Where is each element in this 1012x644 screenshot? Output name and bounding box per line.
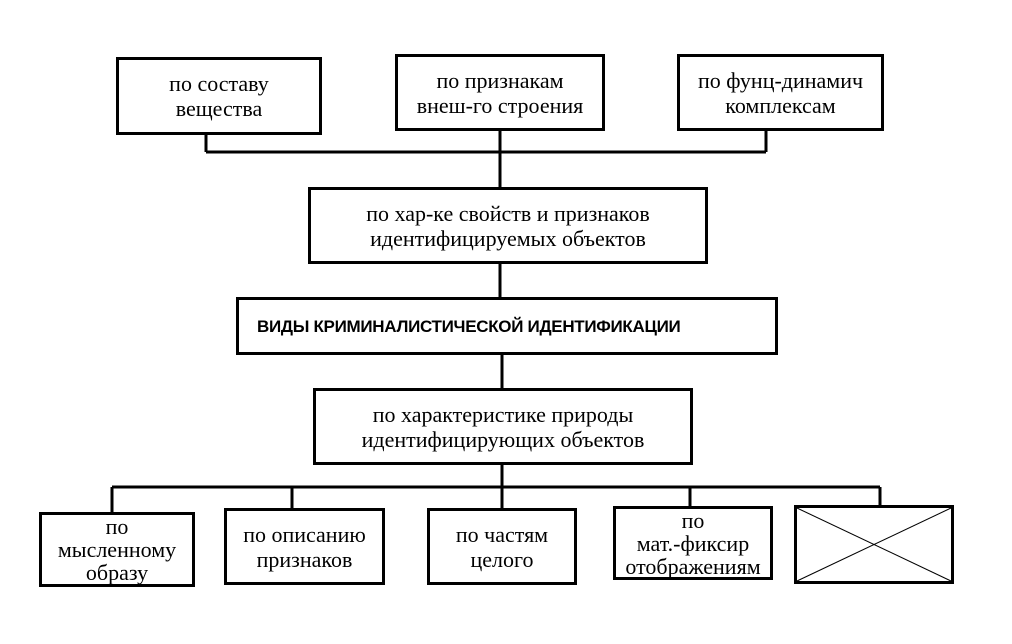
box-mental-image: по мысленному образу	[39, 512, 195, 587]
box-feature-description: по описанию признаков	[224, 508, 385, 585]
box-external-structure: по признакам внеш-го строения	[395, 54, 605, 131]
box-nature-characteristics: по характеристике природы идентифицирующ…	[313, 388, 693, 465]
box-composition: по составу вещества	[116, 57, 322, 135]
title-box: ВИДЫ КРИМИНАЛИСТИЧЕСКОЙ ИДЕНТИФИКАЦИИ	[236, 297, 778, 355]
box-parts-of-whole: по частям целого	[427, 508, 577, 585]
box-material-reflections: по мат.-фиксир отображениям	[613, 506, 773, 580]
cross-line	[796, 507, 952, 582]
box-functional-dynamic: по фунц-динамич комплексам	[677, 54, 884, 131]
box-properties-characteristics: по хар-ке свойств и признаков идентифици…	[308, 187, 708, 264]
crossed-empty-box	[794, 505, 954, 584]
